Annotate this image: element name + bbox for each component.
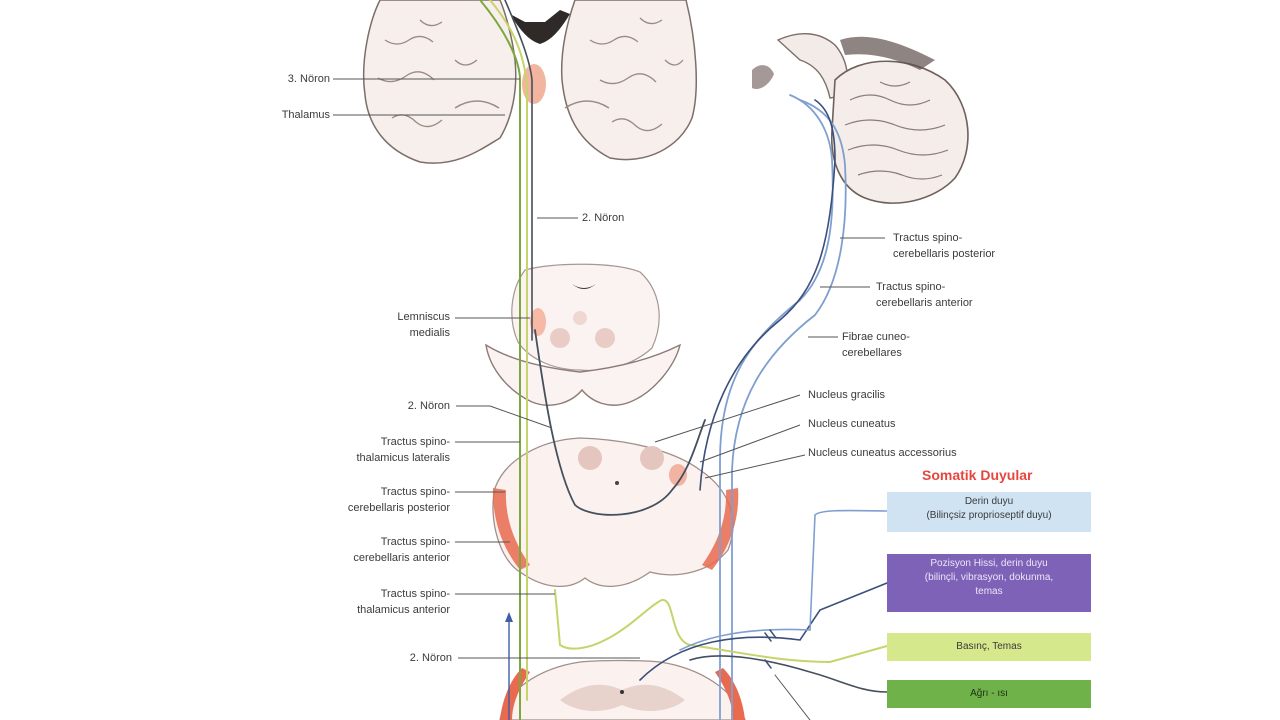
label-noron-2-bottom: 2. Nöron	[409, 652, 452, 664]
label-tract-spinocerebellaris-anterior-right: Tractus spino- cerebellaris anterior	[876, 279, 973, 311]
blue-arrow-head	[505, 612, 513, 622]
descending-line	[774, 674, 811, 720]
afferent-green	[689, 655, 888, 693]
afferent-navy	[639, 582, 888, 681]
label-fibrae-line-1: Fibrae cuneo-	[842, 331, 910, 343]
brain-right-hemisphere	[560, 0, 698, 161]
spinal-red-right	[715, 668, 745, 720]
legend-item-basinc-temas: Basınç, Temas	[887, 633, 1091, 661]
legend-item-2-line-1: Basınç, Temas	[956, 641, 1022, 652]
label-sta-line-2: thalamicus anterior	[357, 604, 450, 616]
label-lemniscus-medialis: Lemniscus medialis	[397, 309, 450, 341]
label-stl-line-2: thalamicus lateralis	[356, 452, 450, 464]
nucleus-cuneatus-shape	[578, 446, 602, 470]
cerebellum-dark-top	[840, 36, 935, 70]
label-scp-left-line-1: Tractus spino-	[380, 486, 450, 498]
fourth-ventricle	[572, 284, 596, 289]
label-noron-2-top: 2. Nöron	[582, 212, 625, 224]
nucleus-gracilis-shape	[640, 446, 664, 470]
tract-yellow-left	[489, 0, 528, 701]
tract-dark-medial	[504, 0, 533, 341]
label-sca-left-line-2: cerebellaris anterior	[353, 552, 450, 564]
label-sca-right-line-2: cerebellaris anterior	[876, 297, 973, 309]
label-tract-spinocerebellaris-posterior-right: Tractus spino- cerebellaris posterior	[893, 230, 995, 262]
tract-blue-right-2	[731, 99, 847, 720]
label-sta-line-1: Tractus spino-	[380, 588, 450, 600]
label-sca-right-line-1: Tractus spino-	[876, 281, 946, 293]
label-tract-spinocerebellaris-posterior-left: Tractus spino- cerebellaris posterior	[348, 484, 450, 516]
cerebellum-folia	[844, 81, 949, 180]
tract-navy-right	[699, 99, 836, 491]
label-scp-right-line-1: Tractus spino-	[893, 232, 963, 244]
label-sca-left-line-1: Tractus spino-	[380, 536, 450, 548]
label-scp-right-line-2: cerebellaris posterior	[893, 248, 996, 260]
legend-item-derin-duyu: Derin duyu (Bilinçsiz proprioseptif duyu…	[887, 492, 1091, 532]
lower-medulla-section	[492, 437, 739, 588]
lower-medulla-red-right	[702, 488, 739, 570]
label-fibrae-cuneocerebellares: Fibrae cuneo- cerebellares	[842, 329, 910, 361]
tract-blue-right-1	[719, 94, 834, 720]
legend-item-3-line-1: Ağrı - ısı	[970, 688, 1008, 699]
thalamus-highlight	[522, 64, 546, 104]
lemniscus-highlight	[530, 308, 546, 336]
label-noron-3: 3. Nöron	[287, 73, 330, 85]
label-scp-left-line-2: cerebellaris posterior	[347, 502, 450, 514]
legend-item-1-line-3: temas	[975, 586, 1003, 597]
medulla-nucleus-1	[550, 328, 570, 348]
afferent-blue	[679, 509, 888, 651]
label-lemniscus-line-1: Lemniscus	[397, 311, 450, 323]
ventricles	[510, 10, 570, 44]
label-tract-spinothalamicus-anterior: Tractus spino- thalamicus anterior	[357, 586, 450, 618]
medulla-lower-outline	[485, 343, 682, 406]
ganglion-mark	[764, 629, 777, 669]
legend-item-agri-isi: Ağrı - ısı	[887, 680, 1091, 708]
label-thalamus: Thalamus	[281, 109, 330, 121]
label-noron-2-mid: 2. Nöron	[407, 400, 450, 412]
cerebellum-body	[830, 60, 969, 204]
legend-item-0-line-1: Derin duyu	[964, 496, 1014, 507]
leader-lines	[333, 78, 885, 659]
legend-item-1-line-1: Pozisyon Hissi, derin duyu	[930, 558, 1048, 569]
legend-item-1-line-2: (bilinçli, vibrasyon, dokunma,	[924, 572, 1054, 583]
brain-section	[362, 0, 698, 164]
label-tract-spinocerebellaris-anterior-left: Tractus spino- cerebellaris anterior	[353, 534, 450, 566]
label-fibrae-line-2: cerebellares	[842, 347, 902, 359]
label-lemniscus-line-2: medialis	[409, 327, 450, 339]
tracts	[479, 0, 888, 720]
label-nucleus-gracilis: Nucleus gracilis	[808, 389, 886, 401]
nucleus-cuneatus-acc-shape	[669, 464, 687, 486]
medulla-section	[485, 263, 682, 406]
spinal-cord-section	[499, 659, 746, 720]
central-canal	[615, 481, 619, 485]
cerebellum	[752, 32, 969, 204]
spinal-central-canal	[620, 690, 624, 694]
label-nucleus-cuneatus: Nucleus cuneatus	[808, 418, 896, 430]
grey-matter	[560, 684, 685, 712]
brain-gyri	[377, 17, 684, 132]
legend-item-0-line-2: (Bilinçsiz proprioseptif duyu)	[926, 510, 1052, 521]
medulla-nucleus-2	[595, 328, 615, 348]
cerebellum-left-detail	[752, 65, 774, 90]
label-tract-spinothalamicus-lateralis: Tractus spino- thalamicus lateralis	[356, 434, 450, 466]
tract-dark-left	[534, 329, 706, 516]
basal-ganglia	[454, 100, 610, 109]
afferent-yellow	[554, 589, 888, 664]
label-nucleus-cuneatus-accessorius: Nucleus cuneatus accessorius	[808, 447, 957, 459]
legend-title: Somatik Duyular	[922, 467, 1033, 483]
spinal-red-left	[500, 668, 530, 720]
label-stl-line-1: Tractus spino-	[380, 436, 450, 448]
legend-item-pozisyon-hissi: Pozisyon Hissi, derin duyu (bilinçli, vi…	[887, 554, 1091, 612]
medulla-nucleus-3	[573, 311, 587, 325]
lower-medulla-red-left	[492, 488, 530, 570]
